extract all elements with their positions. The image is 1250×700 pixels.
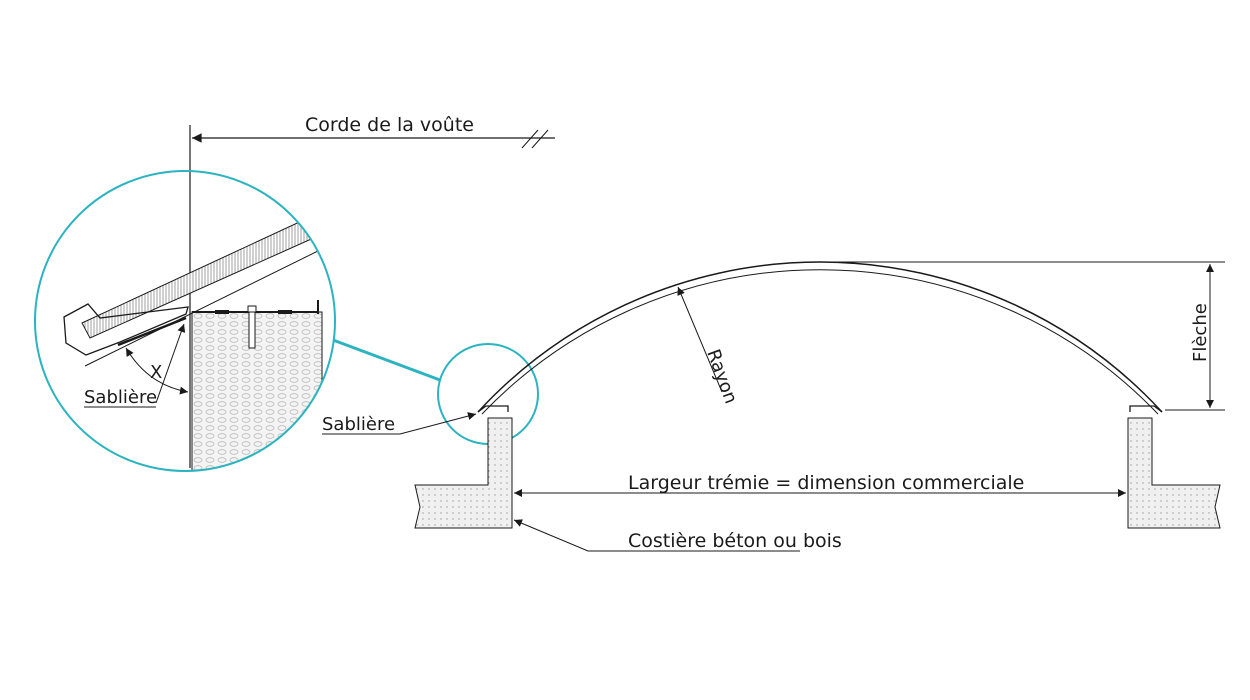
costiere-left xyxy=(414,405,513,529)
detail-view: X Sablière xyxy=(34,170,336,472)
rayon-label: Rayon xyxy=(702,347,741,407)
detail-connector xyxy=(332,338,441,382)
costiere-leader xyxy=(513,519,800,552)
rayon-arrow xyxy=(677,286,723,393)
chord-label: Corde de la voûte xyxy=(305,114,474,136)
angle-label: X xyxy=(150,362,162,383)
largeur-label: Largeur trémie = dimension commerciale xyxy=(628,472,1024,494)
vault-arch xyxy=(477,261,1163,415)
detail-sabliere-label: Sablière xyxy=(84,387,157,408)
costiere-label: Costière béton ou bois xyxy=(628,530,842,552)
chord-dimension: Corde de la voûte xyxy=(189,114,555,468)
costiere-right xyxy=(1127,405,1221,529)
sabliere-label: Sablière xyxy=(322,414,395,435)
fleche-dimension: Flèche xyxy=(820,261,1225,411)
fleche-label: Flèche xyxy=(1190,303,1211,362)
